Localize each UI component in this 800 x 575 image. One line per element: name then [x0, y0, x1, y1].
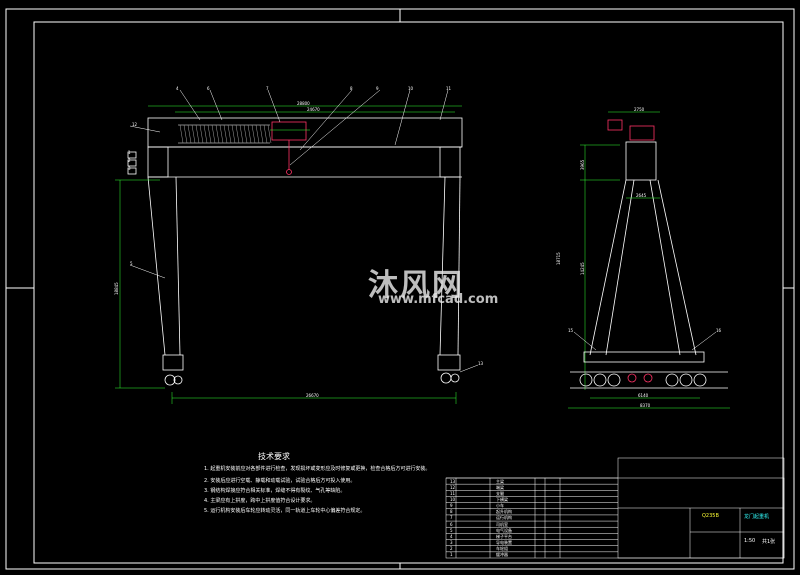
title-block — [445, 457, 785, 559]
parts-row-label: 导电装置 — [496, 540, 512, 546]
parts-row-number: 8 — [450, 509, 453, 515]
dim-side-base: 6140 — [638, 393, 649, 398]
note-4: 4. 主梁应有上拱度，跨中上拱度值符合设计要求。 — [204, 498, 316, 504]
parts-row-label: 司机室 — [496, 521, 508, 527]
dim-side-mid: 2645 — [636, 193, 647, 198]
part-label: 9 — [376, 86, 379, 91]
parts-row-label: 主梁 — [496, 478, 504, 484]
parts-row-number: 9 — [450, 503, 453, 509]
part-label: 16 — [716, 328, 722, 333]
part-label: 2 — [128, 158, 131, 163]
part-label: 3 — [128, 166, 131, 171]
part-label: 7 — [266, 86, 269, 91]
parts-row-label: 缓冲器 — [496, 552, 508, 558]
parts-row-label: 电气设备 — [496, 527, 512, 533]
part-label: 12 — [132, 122, 138, 127]
parts-row-label: 下横梁 — [496, 496, 508, 502]
parts-row-number: 7 — [450, 515, 453, 521]
parts-row-number: 6 — [450, 521, 453, 527]
dim-top-overall: 28800 — [297, 101, 310, 106]
parts-row-number: 3 — [450, 540, 453, 546]
part-label: 6 — [207, 86, 210, 91]
parts-row-label: 运行机构 — [496, 515, 512, 521]
parts-row-number: 2 — [450, 546, 453, 552]
parts-row-number: 1 — [450, 552, 453, 558]
parts-row-number: 13 — [450, 478, 456, 484]
sheet-count: 共1张 — [762, 539, 776, 545]
parts-row-label: 小车 — [496, 503, 504, 509]
dim-side-upper: 3965 — [580, 159, 585, 170]
parts-row-label: 起升机构 — [496, 509, 512, 515]
part-label: 13 — [478, 361, 484, 366]
dim-side-top: 2750 — [634, 107, 645, 112]
dim-height: 18845 — [114, 282, 119, 295]
parts-row-number: 10 — [450, 496, 456, 502]
part-label: 4 — [176, 86, 179, 91]
part-label: 11 — [446, 86, 452, 91]
part-label: 10 — [408, 86, 414, 91]
front-view — [115, 89, 479, 404]
parts-row-label: 梯子平台 — [496, 533, 512, 539]
note-3: 3. 钢结构焊接应符合相关标准，焊缝不得有裂纹、气孔等缺陷。 — [204, 488, 346, 494]
technical-requirements-title: 技术要求 — [258, 452, 290, 461]
parts-row-number: 4 — [450, 533, 453, 539]
parts-row-number: 11 — [450, 490, 456, 496]
side-view — [568, 111, 730, 409]
parts-row-label: 支腿 — [496, 490, 504, 496]
drawing-name: 龙门起重机 — [744, 514, 770, 520]
parts-row-label: 车轮组 — [496, 546, 508, 552]
material: Q235B — [702, 513, 719, 519]
watermark-logo-text: 沐风网 — [368, 268, 464, 303]
part-label: 15 — [568, 328, 574, 333]
part-label: 1 — [128, 150, 131, 155]
part-label: 5 — [130, 261, 133, 266]
dim-side-bottom: 8370 — [640, 403, 651, 408]
watermark-url: www.mfcad.com — [378, 292, 499, 307]
dim-top-span: 24670 — [307, 107, 320, 112]
note-2: 2. 安装后应进行空载、静载和动载试验，试验合格后方可投入使用。 — [204, 478, 356, 484]
scale: 1:50 — [744, 538, 756, 544]
parts-row-label: 端梁 — [496, 484, 504, 490]
part-label: 8 — [350, 86, 353, 91]
note-1: 1. 起重机安装前应对各部件进行检查，发现损坏或变形应及时修复或更换，检查合格后… — [204, 466, 431, 472]
dim-side-leg: 14245 — [580, 262, 585, 275]
parts-row-number: 12 — [450, 484, 456, 490]
parts-row-number: 5 — [450, 527, 453, 533]
dim-side-total: 18715 — [556, 252, 561, 265]
dim-bottom-span: 26670 — [306, 393, 319, 398]
note-5: 5. 运行机构安装后车轮应转动灵活，同一轨道上车轮中心偏差符合规定。 — [204, 508, 366, 514]
inner-border — [33, 21, 784, 564]
